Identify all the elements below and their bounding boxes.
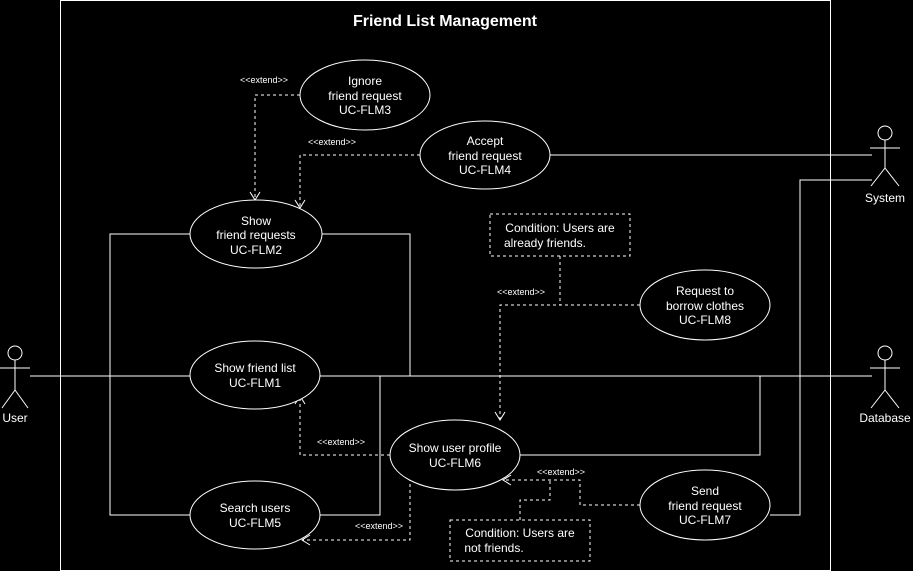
use-case-request-borrow-clothes[interactable]: Request to borrow clothes UC-FLM8	[639, 269, 771, 341]
use-case-show-friend-requests[interactable]: Show friend requests UC-FLM2	[189, 199, 323, 269]
svg-text:not friends.: not friends.	[464, 541, 523, 555]
svg-text:UC-FLM7: UC-FLM7	[679, 513, 731, 527]
svg-text:UC-FLM1: UC-FLM1	[229, 376, 281, 390]
actor-database-label: Database	[859, 411, 911, 425]
svg-text:UC-FLM6: UC-FLM6	[429, 456, 481, 470]
stick-figure-icon	[870, 125, 900, 187]
use-case-send-friend-request[interactable]: Send friend request UC-FLM7	[639, 469, 771, 541]
system-title: Friend List Management	[353, 13, 538, 30]
svg-text:UC-FLM3: UC-FLM3	[339, 103, 391, 117]
extend-label-flm4: <<extend>>	[308, 137, 356, 147]
svg-text:Search users: Search users	[220, 501, 291, 515]
use-case-show-user-profile[interactable]: Show user profile UC-FLM6	[389, 419, 521, 491]
use-case-ignore-friend-request[interactable]: Ignore friend request UC-FLM3	[299, 59, 431, 131]
svg-text:friend request: friend request	[448, 149, 522, 163]
condition-note-already-friends: Condition: Users are already friends.	[489, 213, 631, 257]
extend-label-flm6-list: <<extend>>	[317, 437, 365, 447]
actor-database[interactable]: Database	[859, 345, 911, 425]
svg-text:UC-FLM4: UC-FLM4	[459, 163, 511, 177]
svg-text:Show user profile: Show user profile	[409, 441, 502, 455]
actor-system-label: System	[865, 191, 905, 205]
svg-text:Accept: Accept	[467, 134, 504, 148]
extend-label-flm3: <<extend>>	[240, 75, 288, 85]
extend-label-flm6-search: <<extend>>	[355, 521, 403, 531]
svg-text:friend request: friend request	[328, 89, 402, 103]
svg-text:friend request: friend request	[668, 499, 742, 513]
svg-text:friend requests: friend requests	[216, 228, 295, 242]
svg-text:UC-FLM8: UC-FLM8	[679, 313, 731, 327]
extend-label-flm7: <<extend>>	[537, 467, 585, 477]
extend-label-flm8: <<extend>>	[497, 287, 545, 297]
svg-text:UC-FLM5: UC-FLM5	[229, 516, 281, 530]
stick-figure-icon	[870, 345, 900, 409]
condition-note-not-friends: Condition: Users are not friends.	[449, 519, 591, 562]
svg-text:Condition: Users are: Condition: Users are	[505, 221, 615, 235]
use-case-show-friend-list[interactable]: Show friend list UC-FLM1	[189, 340, 321, 410]
svg-text:Condition: Users are: Condition: Users are	[465, 526, 575, 540]
use-case-accept-friend-request[interactable]: Accept friend request UC-FLM4	[419, 120, 551, 190]
svg-text:borrow clothes: borrow clothes	[666, 299, 744, 313]
svg-text:Ignore: Ignore	[348, 74, 382, 88]
actor-system[interactable]: System	[865, 125, 905, 205]
use-case-search-users[interactable]: Search users UC-FLM5	[189, 480, 321, 550]
actor-user[interactable]: User	[0, 345, 30, 425]
actor-user-label: User	[2, 411, 27, 425]
associations	[30, 154, 872, 516]
stick-figure-icon	[0, 345, 30, 409]
svg-text:UC-FLM2: UC-FLM2	[230, 243, 282, 257]
svg-text:already friends.: already friends.	[504, 236, 586, 250]
svg-text:Send: Send	[691, 484, 719, 498]
svg-text:Show: Show	[241, 214, 271, 228]
svg-text:Request to: Request to	[676, 284, 734, 298]
svg-text:Show friend list: Show friend list	[214, 361, 296, 375]
